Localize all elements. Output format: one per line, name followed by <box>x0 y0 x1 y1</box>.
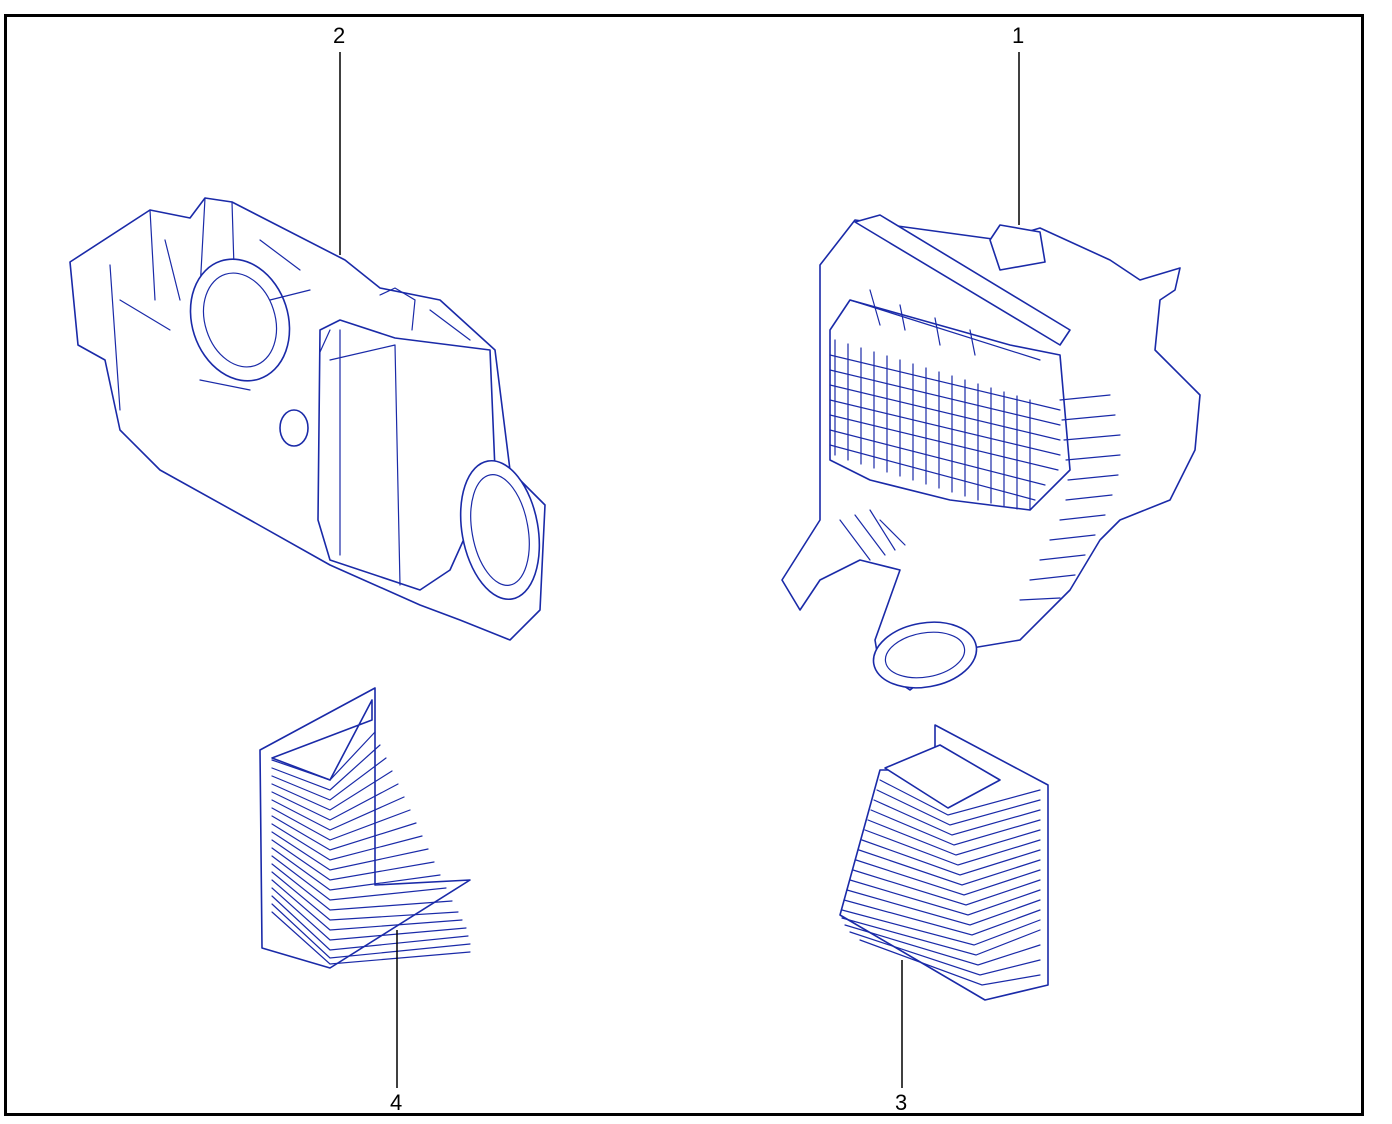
callout-3: 3 <box>895 1090 908 1115</box>
part-2-airbox-housing <box>69 197 546 641</box>
part-3-air-filter-element <box>839 724 1049 1001</box>
callout-2: 2 <box>333 23 346 48</box>
part-1-airbox-assembly <box>781 214 1201 691</box>
diagram-frame <box>4 14 1364 1116</box>
callout-4: 4 <box>390 1090 403 1115</box>
part-4-air-filter-element <box>259 687 471 969</box>
callout-1: 1 <box>1012 23 1025 48</box>
